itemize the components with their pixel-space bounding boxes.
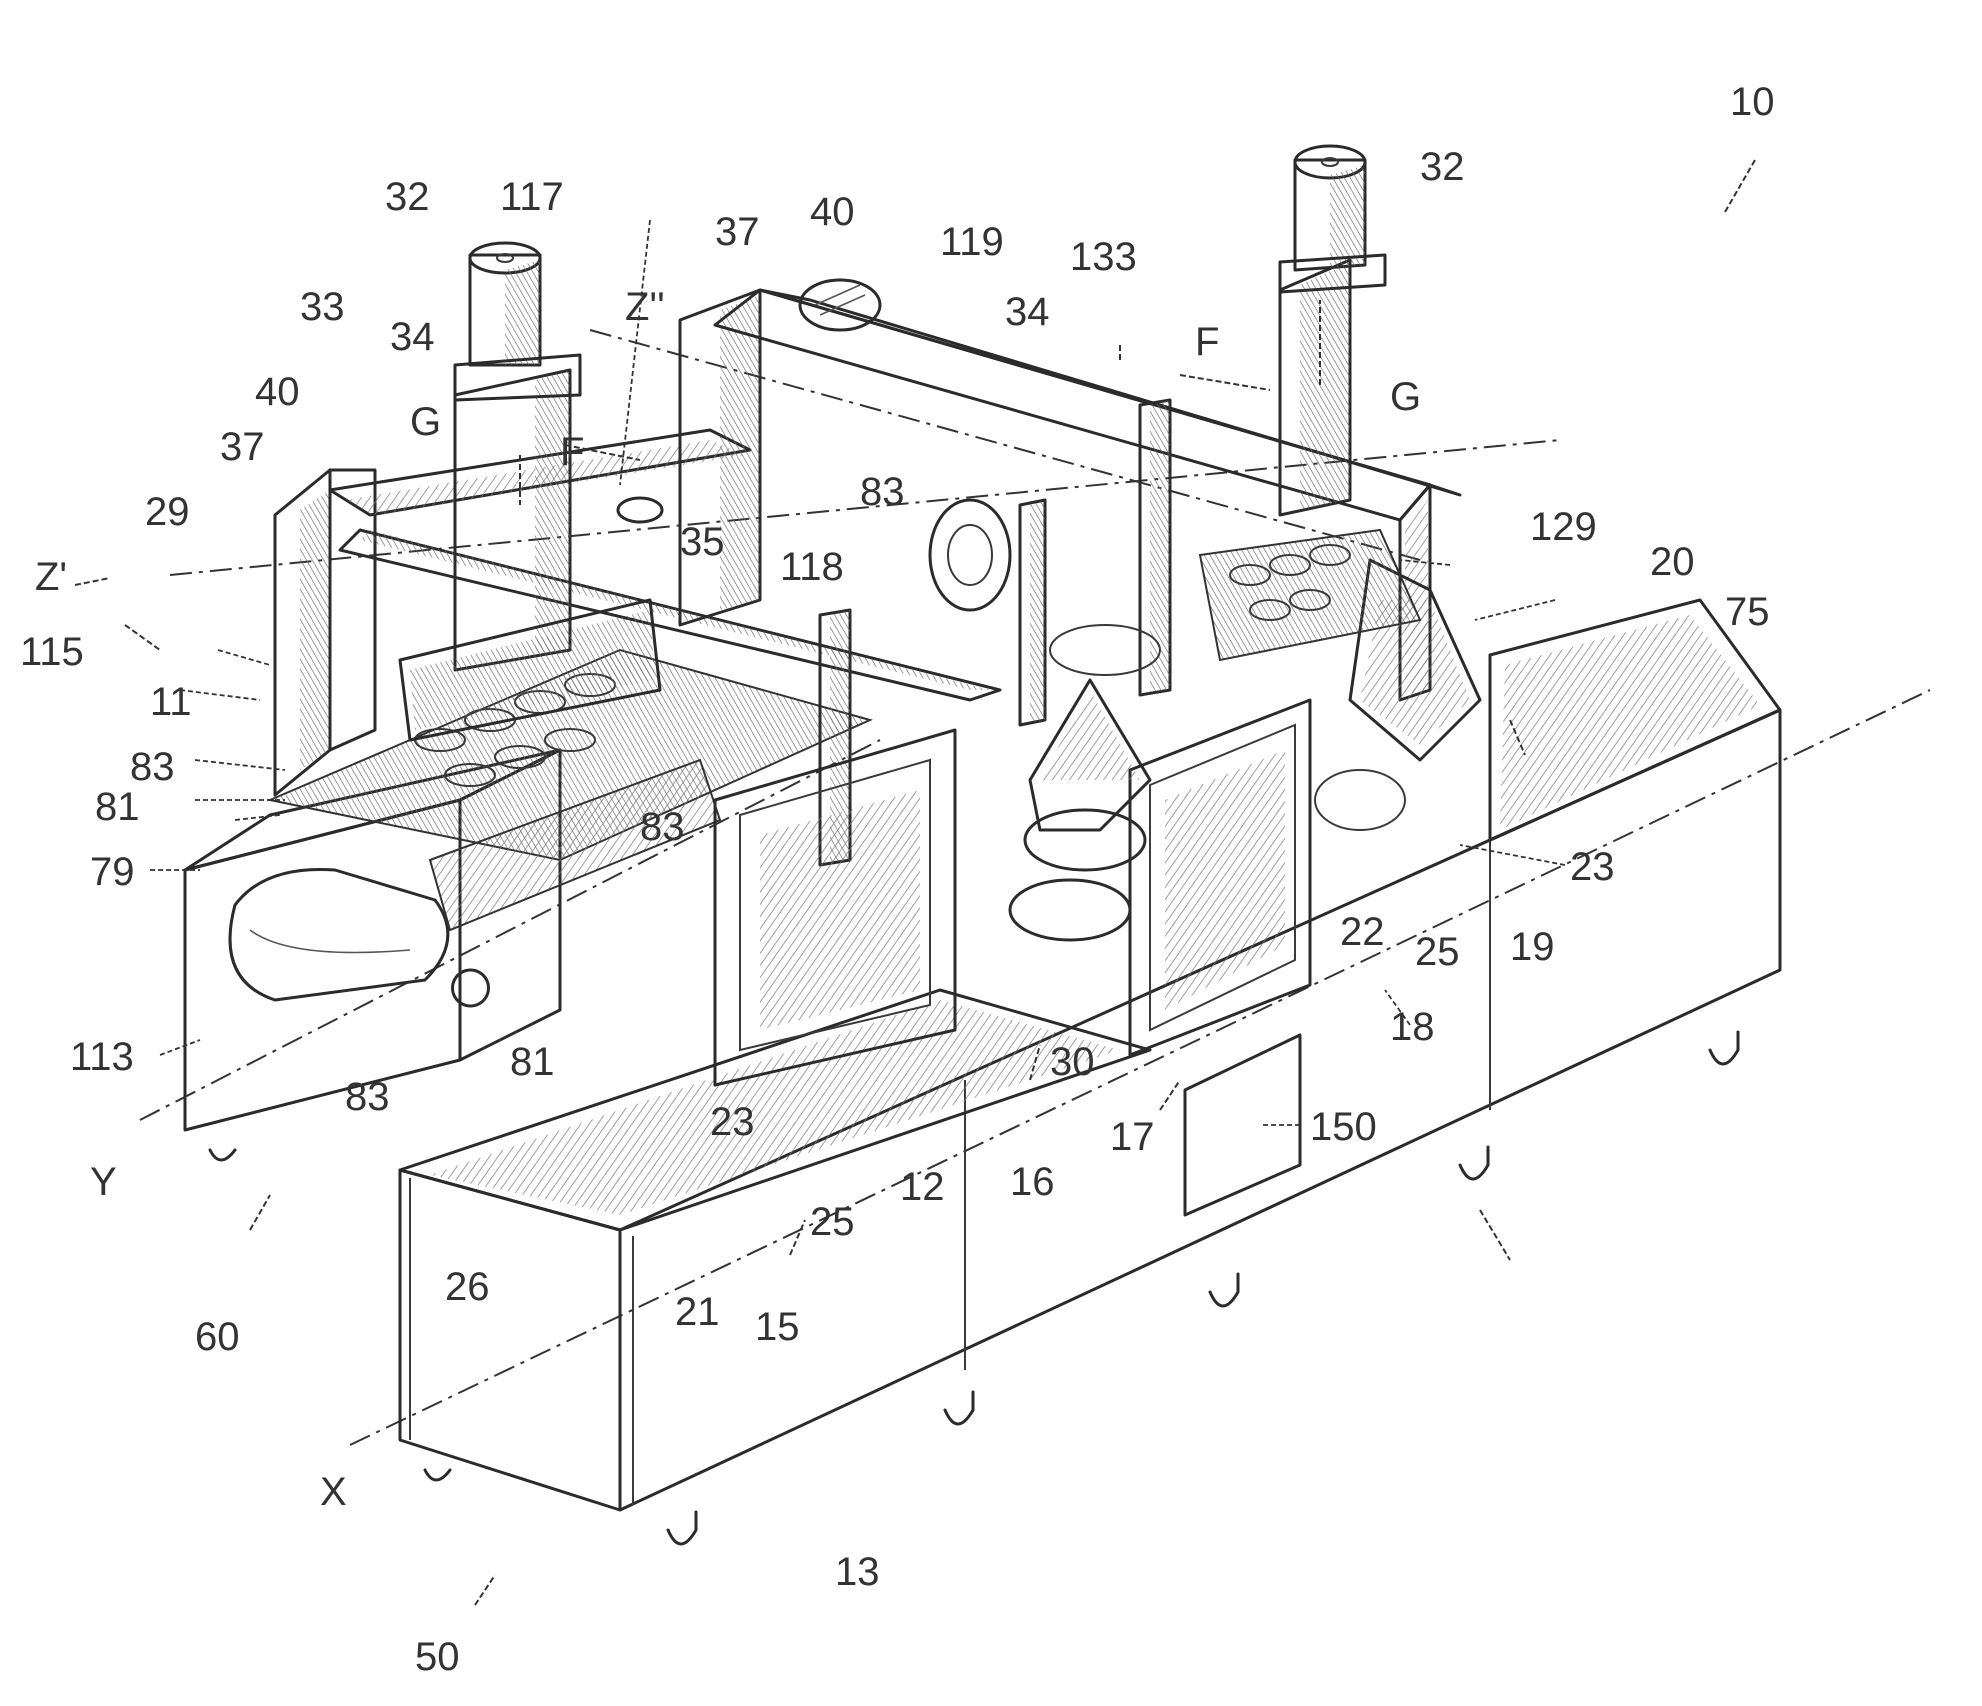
label-34-right: 34 bbox=[1005, 290, 1050, 334]
label-z-prime: Z' bbox=[35, 555, 67, 599]
label-115: 115 bbox=[20, 630, 84, 674]
label-50: 50 bbox=[415, 1635, 460, 1679]
label-x: X bbox=[320, 1470, 347, 1514]
label-32-right: 32 bbox=[1420, 145, 1465, 189]
label-40-left: 40 bbox=[255, 370, 300, 414]
label-40-top: 40 bbox=[810, 190, 855, 234]
label-25-right: 25 bbox=[1415, 930, 1460, 974]
label-f-top: F bbox=[1195, 320, 1219, 364]
label-17: 17 bbox=[1110, 1115, 1155, 1159]
label-10: 10 bbox=[1730, 80, 1775, 124]
label-79: 79 bbox=[90, 850, 135, 894]
right-column bbox=[1280, 146, 1385, 515]
label-20: 20 bbox=[1650, 540, 1695, 584]
label-11: 11 bbox=[150, 680, 192, 724]
label-150: 150 bbox=[1310, 1105, 1377, 1149]
label-118: 118 bbox=[780, 545, 844, 589]
label-33: 33 bbox=[300, 285, 345, 329]
label-21: 21 bbox=[675, 1290, 720, 1334]
label-16: 16 bbox=[1010, 1160, 1055, 1204]
label-15: 15 bbox=[755, 1305, 800, 1349]
label-81-b: 81 bbox=[510, 1040, 555, 1084]
label-19: 19 bbox=[1510, 925, 1555, 969]
label-12: 12 bbox=[900, 1165, 945, 1209]
label-34-left: 34 bbox=[390, 315, 435, 359]
label-133: 133 bbox=[1070, 235, 1137, 279]
label-81-a: 81 bbox=[95, 785, 140, 829]
label-13: 13 bbox=[835, 1550, 880, 1594]
label-26: 26 bbox=[445, 1265, 490, 1309]
label-z-double-prime: Z'' bbox=[625, 285, 665, 329]
label-129: 129 bbox=[1530, 505, 1597, 549]
label-18: 18 bbox=[1390, 1005, 1435, 1049]
label-g-left: G bbox=[410, 400, 441, 444]
label-f-left: F bbox=[560, 430, 584, 474]
label-29: 29 bbox=[145, 490, 190, 534]
label-83-b: 83 bbox=[640, 805, 685, 849]
label-119: 119 bbox=[940, 220, 1004, 264]
label-23-right: 23 bbox=[1570, 845, 1615, 889]
label-113: 113 bbox=[70, 1035, 134, 1079]
label-23-middle: 23 bbox=[710, 1100, 755, 1144]
label-30: 30 bbox=[1050, 1040, 1095, 1084]
label-83-c: 83 bbox=[345, 1075, 390, 1119]
label-37-left: 37 bbox=[220, 425, 265, 469]
label-g-right: G bbox=[1390, 375, 1421, 419]
label-32-left: 32 bbox=[385, 175, 430, 219]
label-35: 35 bbox=[680, 520, 725, 564]
label-117: 117 bbox=[500, 175, 564, 219]
label-75: 75 bbox=[1725, 590, 1770, 634]
label-60: 60 bbox=[195, 1315, 240, 1359]
label-83-top: 83 bbox=[860, 470, 905, 514]
label-83-a: 83 bbox=[130, 745, 175, 789]
label-22: 22 bbox=[1340, 910, 1385, 954]
label-37-top: 37 bbox=[715, 210, 760, 254]
label-y: Y bbox=[90, 1160, 117, 1204]
label-25-middle: 25 bbox=[810, 1200, 855, 1244]
